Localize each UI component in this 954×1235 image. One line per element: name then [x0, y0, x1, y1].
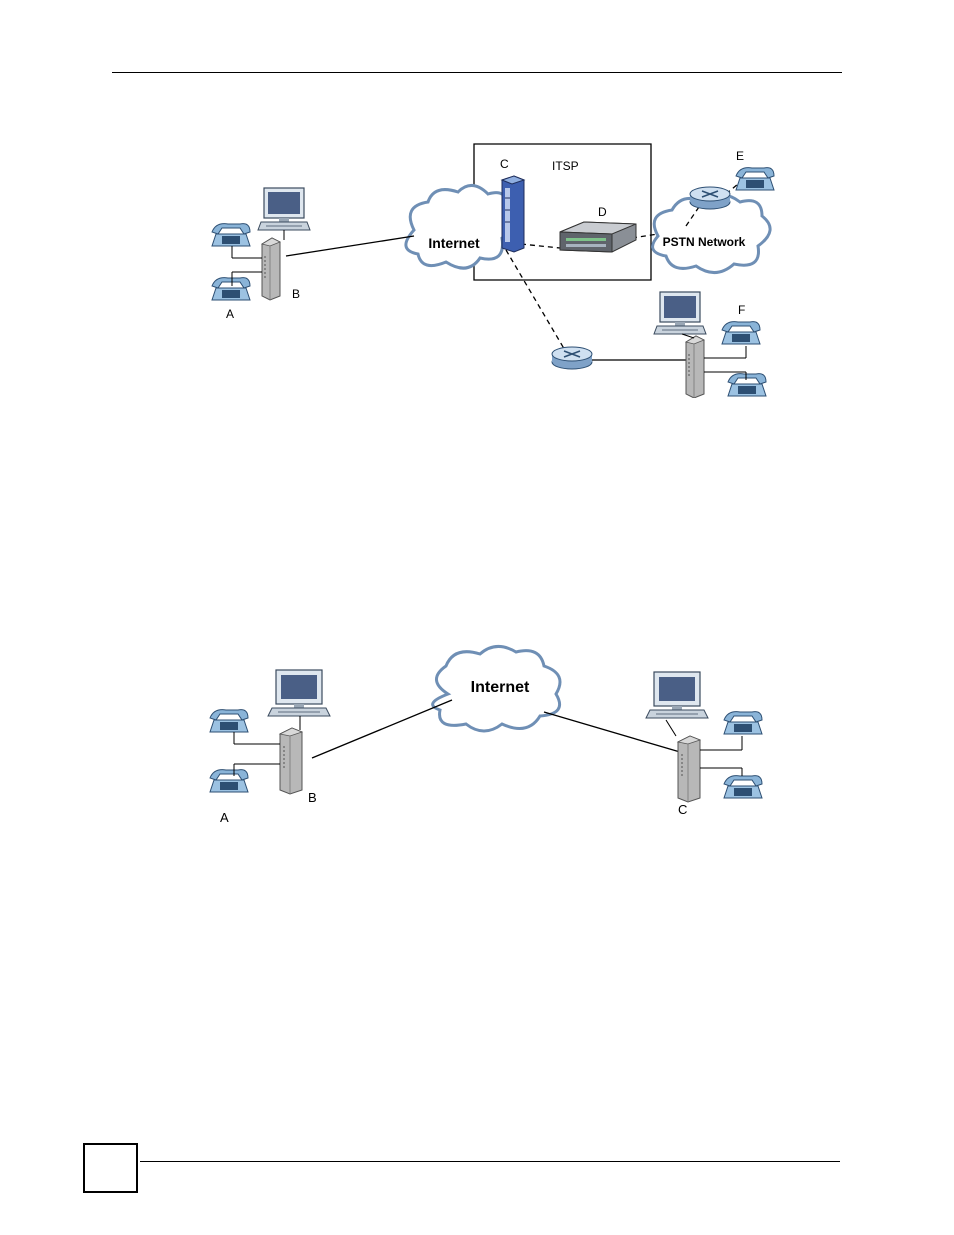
- telephone-icon: [736, 168, 774, 190]
- telephone-icon: [724, 776, 762, 798]
- telephone-icon: [728, 374, 766, 396]
- voip-gateway-icon: [280, 728, 302, 794]
- computer-icon: [258, 188, 310, 230]
- internet-cloud-label: Internet: [471, 679, 530, 696]
- telephone-icon: [212, 278, 250, 300]
- telephone-icon: [212, 224, 250, 246]
- internet-cloud-icon: [406, 185, 513, 268]
- computer-icon: [268, 670, 330, 716]
- computer-icon: [646, 672, 708, 718]
- rack-server-icon: [560, 222, 636, 252]
- label-e: E: [736, 149, 744, 163]
- itsp-label: ITSP: [552, 159, 579, 173]
- voip-gateway-icon: [678, 736, 700, 802]
- footer-rule: [140, 1161, 840, 1162]
- page-number-box: [83, 1143, 138, 1193]
- telephone-icon: [210, 770, 248, 792]
- label-a: A: [226, 307, 234, 321]
- server-icon: [502, 176, 524, 252]
- internet-cloud-label: Internet: [428, 235, 480, 251]
- voip-gateway-icon: [686, 336, 704, 398]
- label-c: C: [678, 802, 687, 817]
- router-icon: [690, 187, 730, 209]
- label-b: B: [292, 287, 300, 301]
- figure-peer-to-peer-network: Internet A B C: [196, 640, 786, 826]
- telephone-icon: [722, 322, 760, 344]
- computer-icon: [654, 292, 706, 334]
- telephone-icon: [724, 712, 762, 734]
- pstn-cloud-label: PSTN Network: [663, 235, 746, 249]
- voip-gateway-icon: [262, 238, 280, 300]
- label-b: B: [308, 790, 317, 805]
- label-f: F: [738, 303, 745, 317]
- figure-itsp-network: Internet PSTN Network: [196, 140, 786, 398]
- telephone-icon: [210, 710, 248, 732]
- label-c: C: [500, 157, 509, 171]
- label-d: D: [598, 205, 607, 219]
- header-rule: [112, 72, 842, 73]
- router-icon: [552, 347, 592, 369]
- label-a: A: [220, 810, 229, 825]
